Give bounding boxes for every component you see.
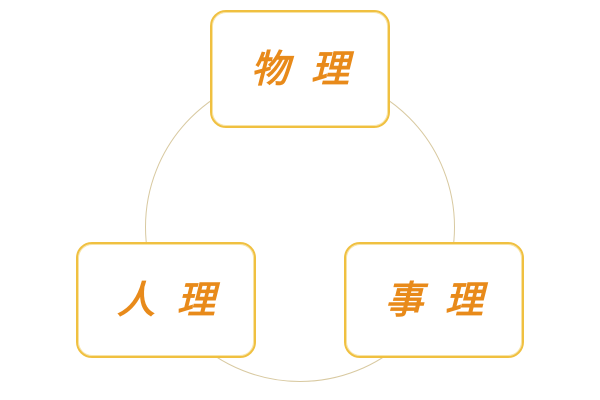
- node-wuli-label: 物理: [250, 46, 371, 91]
- node-shili: 事理: [344, 242, 524, 358]
- node-wuli: 物理: [210, 10, 390, 128]
- node-shili-label: 事理: [384, 277, 505, 322]
- node-renli: 人理: [76, 242, 256, 358]
- node-renli-label: 人理: [116, 277, 237, 322]
